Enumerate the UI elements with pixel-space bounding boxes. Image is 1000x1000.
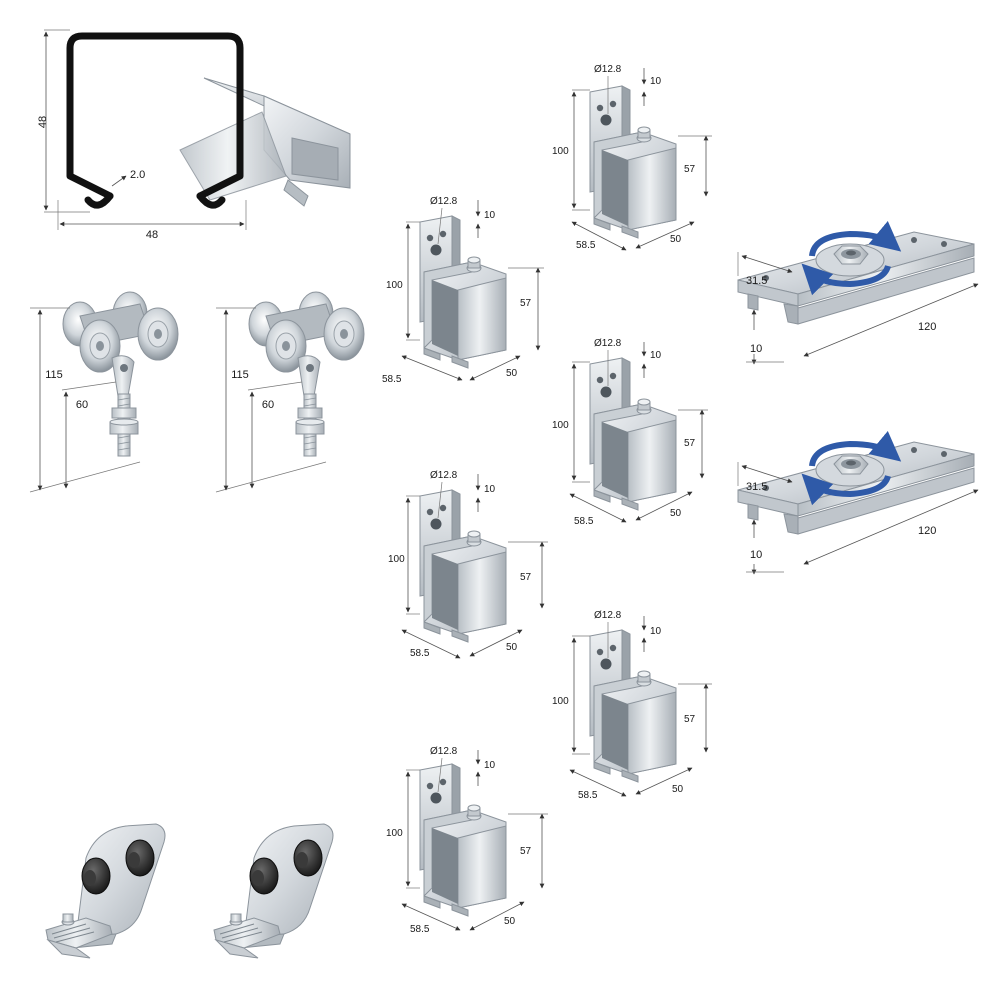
end-stop-2: 31.5 10 120 xyxy=(738,442,979,575)
bracket-4-hole-label: Ø12.8 xyxy=(430,470,458,481)
bracket-2-offset-label: 10 xyxy=(650,76,662,87)
bracket-3-hole-label: Ø12.8 xyxy=(594,338,622,349)
bracket-3-depth-label: 58.5 xyxy=(574,516,594,527)
bracket-6-depth-label: 58.5 xyxy=(410,924,430,935)
end-stop-2-width-label: 31.5 xyxy=(746,481,767,493)
bracket-3-inner-label: 57 xyxy=(684,438,696,449)
bracket-1: Ø12.8 10 100 57 58.5 50 xyxy=(382,196,544,385)
end-stop-1: 31.5 10 120 xyxy=(738,232,979,365)
bracket-4-height-label: 100 xyxy=(388,554,405,565)
bracket-4-width-label: 50 xyxy=(506,642,518,653)
end-stop-2-height-label: 10 xyxy=(750,549,762,561)
bracket-6-hole-label: Ø12.8 xyxy=(430,746,458,757)
floor-guide-1 xyxy=(45,823,166,959)
bracket-3-height-label: 100 xyxy=(552,420,569,431)
bracket-3-offset-label: 10 xyxy=(650,350,662,361)
trolley-1: 115 60 xyxy=(29,291,179,493)
bracket-6-inner-label: 57 xyxy=(520,846,532,857)
track-profile-outline xyxy=(66,32,244,200)
bracket-5: Ø12.8 10 100 57 58.5 50 xyxy=(552,610,712,801)
bracket-5-inner-label: 57 xyxy=(684,714,696,725)
bracket-5-hole-label: Ø12.8 xyxy=(594,610,622,621)
bracket-6-offset-label: 10 xyxy=(484,760,496,771)
bracket-1-hole-label: Ø12.8 xyxy=(430,196,458,207)
bracket-4-offset-label: 10 xyxy=(484,484,496,495)
end-stop-1-width-label: 31.5 xyxy=(746,275,767,287)
track-extrusion xyxy=(176,77,351,207)
bracket-5-offset-label: 10 xyxy=(650,626,662,637)
bracket-1-offset-label: 10 xyxy=(484,210,496,221)
trolley-2: 115 60 xyxy=(215,291,365,493)
trolley-1-height-label: 115 xyxy=(45,369,63,381)
bracket-6-width-label: 50 xyxy=(504,916,516,927)
bracket-4-inner-label: 57 xyxy=(520,572,532,583)
bracket-1-inner-label: 57 xyxy=(520,298,532,309)
floor-guide-2 xyxy=(213,823,334,959)
bracket-5-depth-label: 58.5 xyxy=(578,790,598,801)
bracket-3: Ø12.8 10 100 57 58.5 50 xyxy=(552,338,708,527)
bracket-3-width-label: 50 xyxy=(670,508,682,519)
bracket-2-width-label: 50 xyxy=(670,234,682,245)
trolley-2-stem-label: 60 xyxy=(262,399,274,411)
bracket-5-height-label: 100 xyxy=(552,696,569,707)
bracket-6: Ø12.8 10 100 57 58.5 50 xyxy=(386,746,548,935)
bracket-6-height-label: 100 xyxy=(386,828,403,839)
end-stop-1-length-label: 120 xyxy=(918,321,936,333)
track-width-label: 48 xyxy=(146,229,158,241)
bracket-5-width-label: 50 xyxy=(672,784,684,795)
bracket-4-depth-label: 58.5 xyxy=(410,648,430,659)
bracket-4: Ø12.8 10 100 57 58.5 50 xyxy=(388,470,548,659)
track-profile: 48 48 2.0 xyxy=(37,29,351,241)
track-thickness-label: 2.0 xyxy=(130,169,145,181)
bracket-2-depth-label: 58.5 xyxy=(576,240,596,251)
bracket-2-inner-label: 57 xyxy=(684,164,696,175)
trolley-2-height-label: 115 xyxy=(231,369,249,381)
bracket-1-height-label: 100 xyxy=(386,280,403,291)
bracket-1-depth-label: 58.5 xyxy=(382,374,402,385)
end-stop-1-height-label: 10 xyxy=(750,343,762,355)
bracket-2-hole-label: Ø12.8 xyxy=(594,64,622,75)
bracket-2-height-label: 100 xyxy=(552,146,569,157)
bracket-2: Ø12.8 10 100 57 58.5 50 xyxy=(552,64,712,251)
bracket-1-width-label: 50 xyxy=(506,368,518,379)
trolley-1-stem-label: 60 xyxy=(76,399,88,411)
track-height-label: 48 xyxy=(37,116,49,128)
end-stop-2-length-label: 120 xyxy=(918,525,936,537)
